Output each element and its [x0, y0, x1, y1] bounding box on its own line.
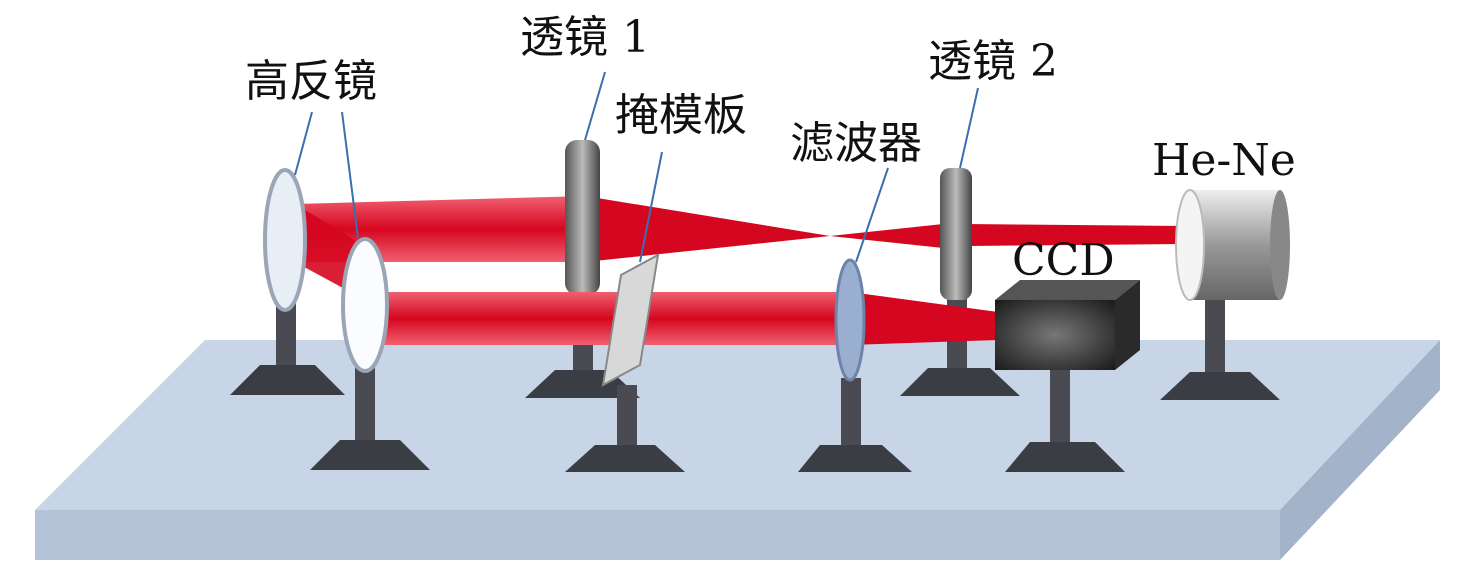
ccd-camera: [995, 280, 1140, 370]
lens-2: [940, 168, 972, 300]
filter-stand: [798, 378, 912, 472]
spatial-filter: [834, 258, 866, 382]
label-ccd: CCD: [1012, 235, 1115, 286]
laser-stand: [1160, 295, 1280, 400]
label-filter: 滤波器: [790, 118, 922, 169]
label-he-ne-laser: He-Ne: [1152, 135, 1296, 186]
mirror1-stand: [230, 295, 345, 395]
lens-1: [565, 140, 600, 295]
mirror2-stand: [310, 365, 430, 470]
high-reflection-mirror-2: [341, 237, 389, 373]
leader-lines: [294, 71, 979, 263]
table-front: [35, 510, 1280, 560]
ccd-stand: [1005, 370, 1125, 472]
mask-stand: [565, 385, 685, 472]
table-side: [1280, 340, 1440, 560]
label-lens-1: 透镜 1: [520, 12, 650, 63]
label-high-reflection-mirror: 高反镜: [245, 56, 377, 107]
label-mask: 掩模板: [615, 90, 747, 141]
laser-beam-upper: [295, 196, 1185, 300]
high-reflection-mirror-1: [263, 168, 307, 312]
mask-plate: [601, 253, 660, 387]
table-top: [35, 340, 1440, 510]
laser-beam-lower: [370, 292, 998, 345]
he-ne-laser: [1175, 189, 1290, 301]
label-lens-2: 透镜 2: [928, 36, 1058, 87]
